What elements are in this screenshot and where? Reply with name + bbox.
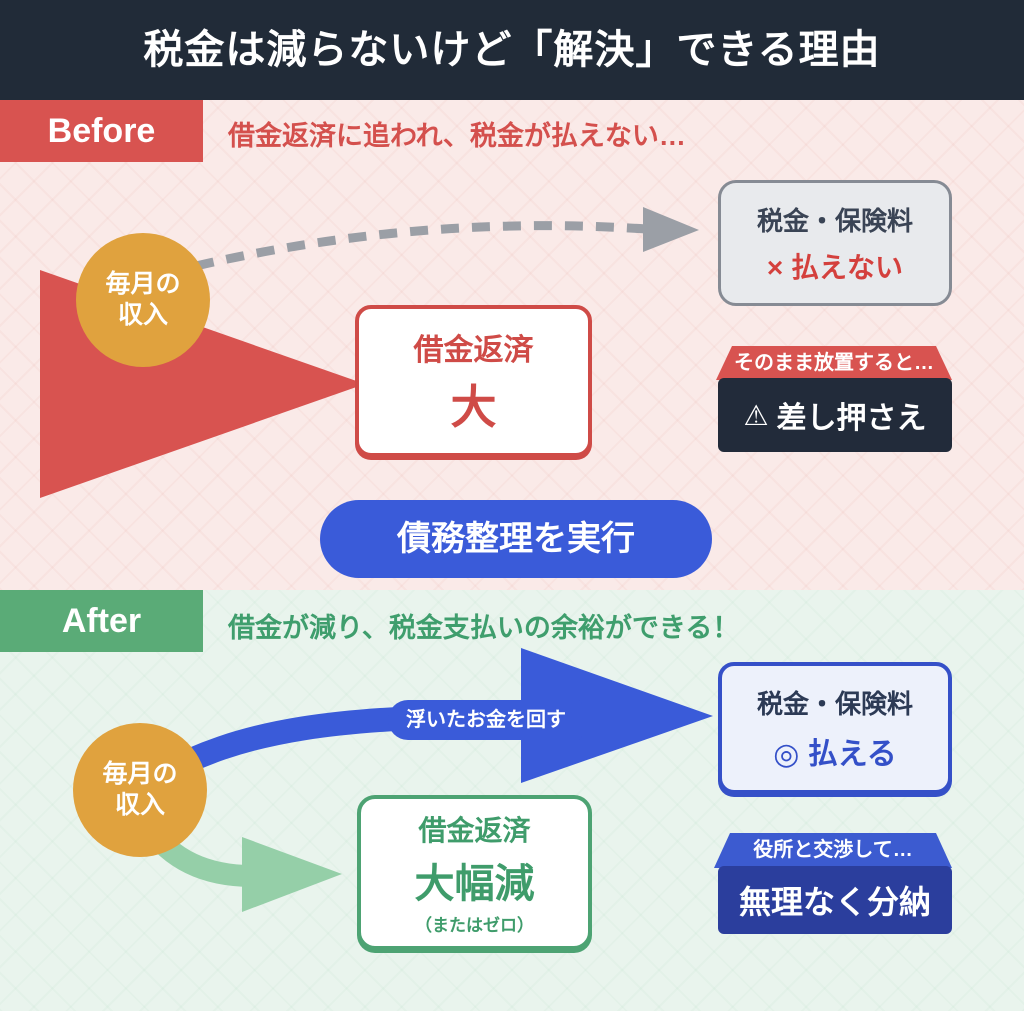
money-reallocation-label: 浮いたお金を回す (388, 700, 582, 740)
seizure-warning-box: ⚠ 差し押さえ (718, 378, 952, 452)
before-section: Before 借金返済に追われ、税金が払えない… 毎月の 収入 借金返済 大 税… (0, 100, 1024, 590)
debt-box-title: 借金返済 (418, 815, 531, 846)
green-arrowhead-shape (242, 837, 342, 912)
after-badge: After (0, 590, 203, 652)
dashed-tax-flow-line (194, 221, 647, 271)
debt-box-title: 借金返済 (413, 334, 534, 367)
blue-arrowhead-shape (521, 648, 713, 783)
seizure-label: 差し押さえ (776, 402, 927, 435)
income-line1: 毎月の (105, 269, 181, 298)
income-line1: 毎月の (102, 759, 178, 788)
tax-box-title: 税金・保険料 (756, 688, 913, 719)
tax-insurance-box-before: 税金・保険料 × 払えない (718, 180, 952, 306)
tax-box-title: 税金・保険料 (756, 205, 913, 236)
income-line2: 収入 (114, 791, 165, 819)
after-section: After 借金が減り、税金支払いの余裕ができる！ 毎月の 収入 浮いたお金を回… (0, 590, 1024, 1011)
gray-arrowhead-icon (643, 207, 699, 252)
debt-consolidation-action-pill: 債務整理を実行 (320, 500, 712, 578)
negotiate-ribbon: 役所と交渉して… (714, 833, 952, 868)
page-title: 税金は減らないけど「解決」できる理由 (143, 28, 881, 72)
before-badge: Before (0, 100, 203, 162)
monthly-income-circle-after: 毎月の 収入 (73, 723, 207, 857)
header-bar: 税金は減らないけど「解決」できる理由 (0, 0, 1024, 100)
installment-payment-box: 無理なく分納 (718, 866, 952, 934)
debt-box-value: 大 (450, 381, 497, 433)
monthly-income-circle-before: 毎月の 収入 (76, 233, 210, 367)
tax-insurance-box-after: 税金・保険料 ◎ 払える (718, 662, 952, 794)
after-caption: 借金が減り、税金支払いの余裕ができる！ (228, 613, 740, 643)
debt-box-value: 大幅減 (414, 862, 535, 906)
neglect-ribbon: そのまま放置すると… (716, 346, 952, 380)
before-caption: 借金返済に追われ、税金が払えない… (228, 121, 686, 151)
tax-box-status: ◎ 払える (773, 737, 897, 771)
debt-repayment-box-before: 借金返済 大 (355, 305, 592, 457)
tax-box-status: × 払えない (766, 251, 904, 283)
debt-box-note: （またはゼロ） (415, 916, 534, 935)
income-line2: 収入 (117, 301, 168, 329)
warning-triangle-icon: ⚠ (743, 399, 769, 431)
debt-repayment-box-after: 借金返済 大幅減 （またはゼロ） (357, 795, 592, 950)
